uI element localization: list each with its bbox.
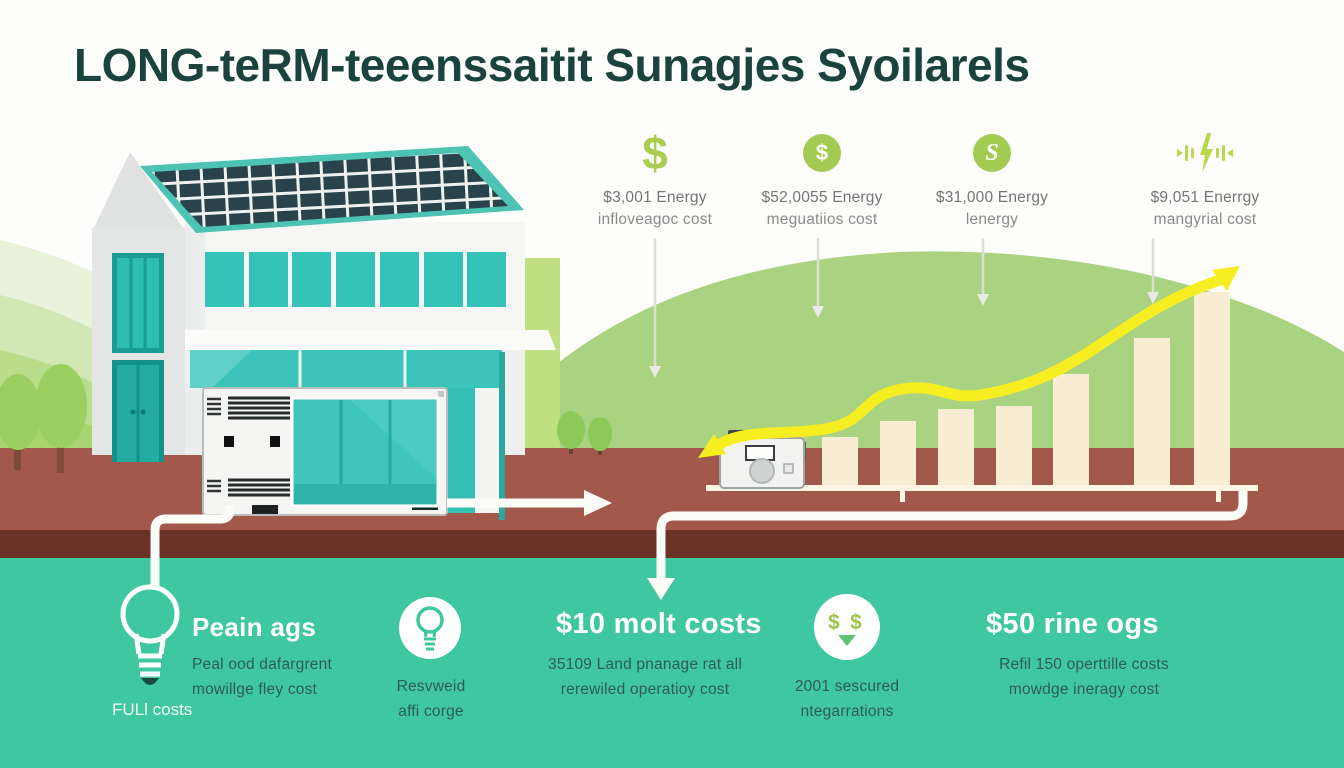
solar-house <box>92 146 556 520</box>
svg-text:$: $ <box>828 611 840 634</box>
dollar-sign-icon: $ <box>642 127 668 179</box>
top-stat-2: $ $52,0055 Energy meguatiios cost <box>727 124 917 229</box>
caption-connectors <box>649 238 1159 378</box>
bottom-item-1-footnote: FULl costs <box>112 700 193 719</box>
teal-band <box>0 558 1344 768</box>
page-title: LONG-teRM-teeenssaitit Sunagjes Syoilare… <box>74 39 1030 91</box>
pipe-arrow-down-icon <box>647 578 675 600</box>
front-door <box>112 360 164 462</box>
bottom-item-2-body: Resvweid affi corge <box>396 678 466 720</box>
cost-bar <box>1194 292 1230 488</box>
cost-bar <box>996 406 1032 488</box>
dollar-circle-icon: $ <box>803 134 841 172</box>
baseline <box>706 485 1258 502</box>
cost-bar <box>1053 374 1089 488</box>
top-stat-4: $9,051 Enerrgy mangyrial cost <box>1110 124 1300 229</box>
lightbulb-outline-icon <box>120 584 180 685</box>
stat-amount: $3,001 Energy <box>603 189 707 206</box>
tree-icon <box>0 364 87 473</box>
window-row <box>205 252 506 307</box>
cost-bar <box>938 409 974 488</box>
stat-caption: infloveagoc cost <box>597 211 713 228</box>
solar-panel <box>140 146 524 233</box>
cost-bar <box>880 421 916 488</box>
awning <box>185 330 556 350</box>
small-tree-icon <box>557 411 612 455</box>
ground-dark <box>0 530 1344 560</box>
cost-bar <box>822 437 858 488</box>
top-stat-1: $ $3,001 Energy infloveagoc cost <box>560 124 750 229</box>
stat-caption: mangyrial cost <box>1153 211 1257 228</box>
bottom-item-1-heading: Peain ags <box>192 612 317 642</box>
bottom-item-1-body: Peal ood dafargrent mowillge fley cost <box>192 656 332 698</box>
pipe-arrow-right-icon <box>584 490 612 516</box>
money-face-icon: $ $ <box>814 594 880 660</box>
bottom-item-3-body: 35109 Land pnanage rat all rerewiled ope… <box>548 656 742 698</box>
stat-amount: $31,000 Energy <box>935 189 1049 206</box>
stat-amount: $52,0055 Energy <box>761 189 883 206</box>
s-coin-icon: S <box>973 134 1011 172</box>
stat-amount: $9,051 Enerrgy <box>1150 189 1260 206</box>
svg-text:$: $ <box>850 611 862 634</box>
top-stat-3: S $31,000 Energy lenergy <box>897 124 1087 229</box>
stat-caption: lenergy <box>965 211 1019 228</box>
lightbulb-circle-icon <box>399 597 461 659</box>
right-hill <box>470 251 1344 455</box>
bottom-item-4-body: 2001 sescured ntegarrations <box>794 678 900 720</box>
stat-caption: meguatiios cost <box>766 211 878 228</box>
bottom-item-5-body: Refil 150 operttille costs mowdge inerag… <box>999 656 1169 698</box>
bottom-item-3-heading: $10 molt costs <box>556 608 762 640</box>
energy-pulse-icon <box>1177 133 1233 173</box>
trend-arrow <box>698 266 1240 458</box>
cost-bar <box>1134 338 1170 488</box>
pipes <box>150 489 1248 588</box>
cost-bars <box>822 292 1230 488</box>
bottom-item-5-heading: $50 rine ogs <box>986 608 1159 640</box>
heat-pump-unit <box>202 387 448 516</box>
